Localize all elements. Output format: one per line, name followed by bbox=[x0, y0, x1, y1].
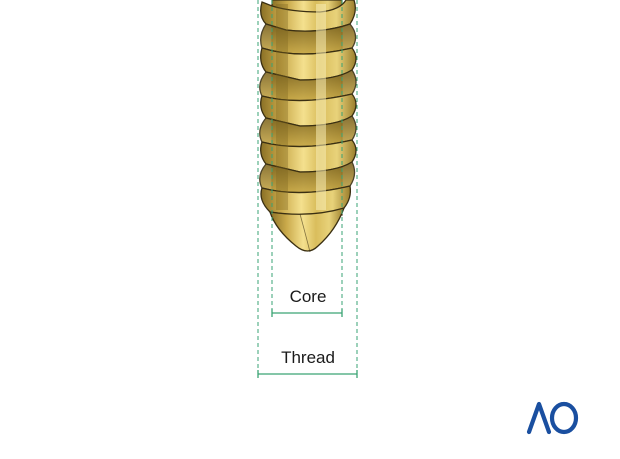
screw-tip-facet bbox=[299, 213, 311, 253]
screw-body bbox=[259, 0, 357, 253]
core-label: Core bbox=[290, 287, 327, 306]
screw-tip bbox=[269, 207, 346, 252]
shaft-highlight bbox=[316, 4, 326, 210]
core-dimension bbox=[271, 309, 343, 317]
ao-logo-letter-o bbox=[549, 401, 579, 435]
thread-dimension bbox=[257, 370, 358, 378]
dimension-guides bbox=[257, 0, 358, 378]
ao-logo-letter-a bbox=[526, 401, 552, 435]
screw-threads bbox=[259, 0, 357, 217]
ao-logo bbox=[526, 401, 579, 435]
shaft-shadow bbox=[276, 4, 288, 210]
thread-label: Thread bbox=[281, 348, 335, 367]
